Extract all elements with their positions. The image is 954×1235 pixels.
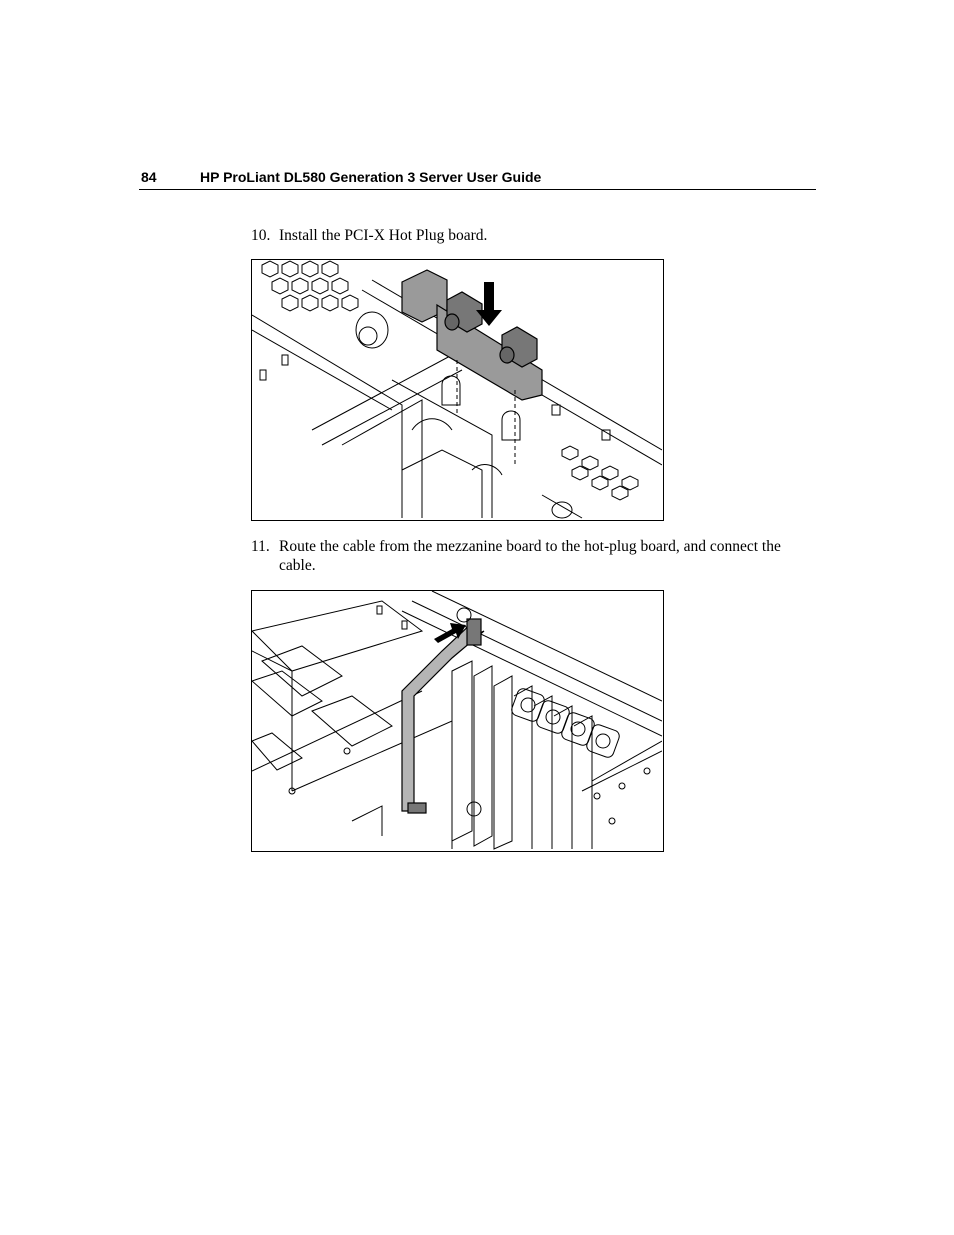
connect-arrow-icon: [434, 623, 466, 643]
down-arrow-icon: [476, 282, 502, 326]
step-number: 10.: [251, 227, 271, 244]
chassis-illustration-1: [252, 260, 662, 519]
page-number: 84: [141, 169, 157, 185]
page-header: 84 HP ProLiant DL580 Generation 3 Server…: [139, 169, 816, 190]
vent-pattern: [261, 260, 359, 312]
step-text: Install the PCI-X Hot Plug board.: [279, 227, 488, 244]
step-number: 11.: [251, 538, 270, 555]
document-title: HP ProLiant DL580 Generation 3 Server Us…: [200, 169, 542, 185]
cable-routing-figure: [251, 590, 664, 852]
hot-plug-board-install-figure: [251, 259, 664, 521]
step-11: 11. Route the cable from the mezzanine bo…: [251, 537, 814, 575]
hot-plug-board: [401, 269, 543, 401]
step-10: 10. Install the PCI-X Hot Plug board.: [251, 226, 814, 245]
step-text: Route the cable from the mezzanine board…: [279, 538, 781, 574]
chassis-illustration-2: [252, 591, 662, 850]
